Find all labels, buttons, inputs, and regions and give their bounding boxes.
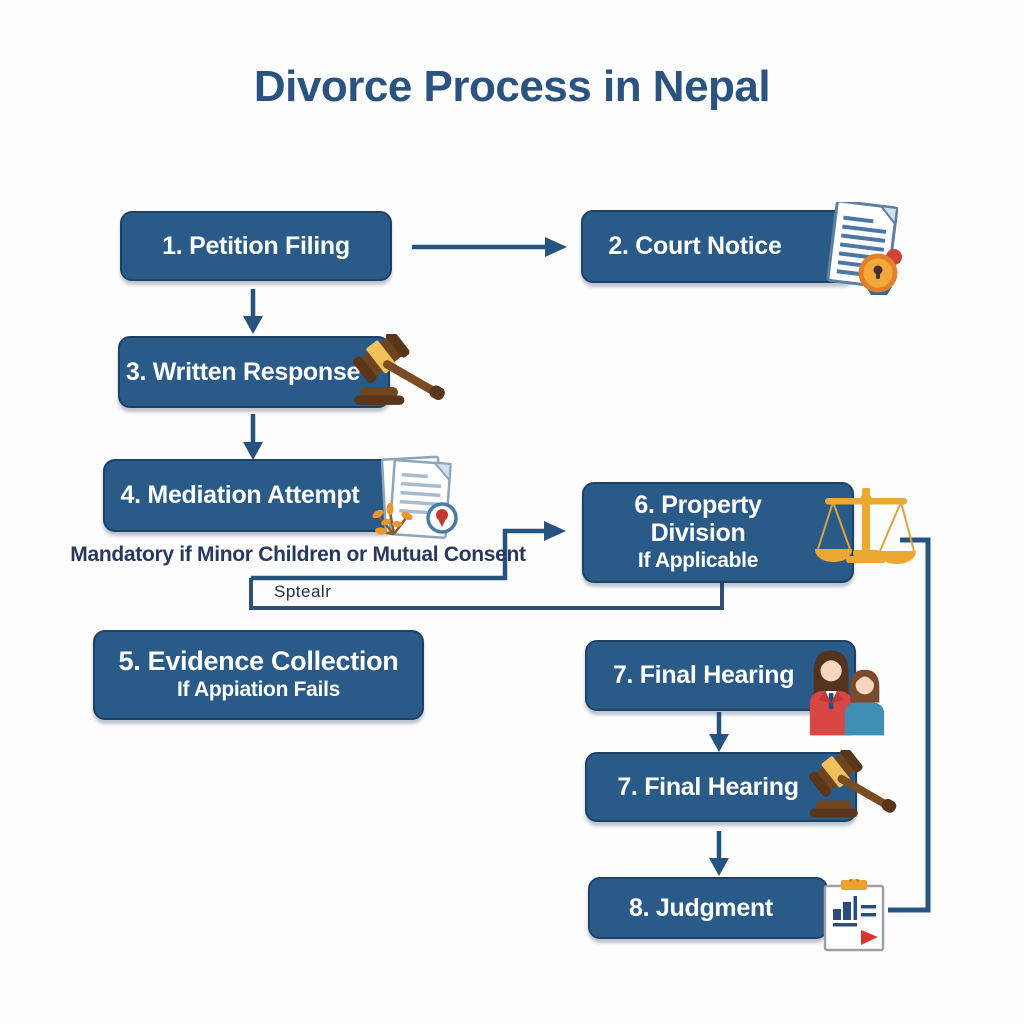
mediation-document-icon	[372, 455, 458, 539]
couple-icon	[809, 650, 885, 736]
connector-label: Sptealr	[274, 582, 332, 601]
elbow-mediation-to-property	[251, 528, 546, 581]
node-label: 7. Final Hearing	[617, 772, 799, 801]
node-petition-filing: 1. Petition Filing	[120, 211, 392, 281]
arrowhead-down-1	[243, 316, 263, 334]
node-written-response: 3. Written Response	[118, 336, 390, 408]
node-label: 1. Petition Filing	[162, 231, 350, 260]
node-label: 8. Judgment	[629, 893, 773, 922]
scales-of-justice-icon	[815, 488, 916, 564]
arrowhead-right-1	[545, 237, 567, 257]
mediation-note: Mandatory if Minor Children or Mutual Co…	[70, 543, 526, 566]
judgment-clipboard-icon	[823, 879, 885, 952]
node-evidence-collection: 5. Evidence Collection If Appiation Fail…	[93, 630, 424, 720]
node-label: 4. Mediation Attempt	[120, 481, 360, 510]
notice-document-icon	[826, 202, 902, 295]
elbow-property-to-judgment	[888, 537, 931, 913]
page-title: Divorce Process in Nepal	[253, 62, 771, 111]
node-label: 6. Property Division	[634, 490, 762, 548]
node-court-notice: 2. Court Notice	[581, 210, 855, 283]
gavel-icon	[808, 750, 897, 818]
node-sublabel: If Applicable	[637, 549, 759, 573]
node-label: 7. Final Hearing	[612, 661, 795, 690]
node-property-division: 6. Property Division If Applicable	[582, 482, 854, 583]
node-label: 2. Court Notice	[608, 232, 782, 261]
arrowhead-down-4	[709, 858, 729, 876]
node-sublabel: If Appiation Fails	[177, 678, 340, 702]
elbow-property-loopback	[249, 578, 724, 610]
node-label: 5. Evidence Collection	[118, 646, 399, 677]
arrowhead-down-3	[709, 734, 729, 752]
arrowhead-right-2	[544, 521, 566, 541]
arrowhead-down-2	[243, 442, 263, 460]
node-mediation-attempt: 4. Mediation Attempt	[103, 459, 395, 532]
node-judgment: 8. Judgment	[588, 877, 828, 939]
gavel-icon	[352, 334, 445, 405]
node-label: 3. Written Response	[125, 357, 361, 386]
